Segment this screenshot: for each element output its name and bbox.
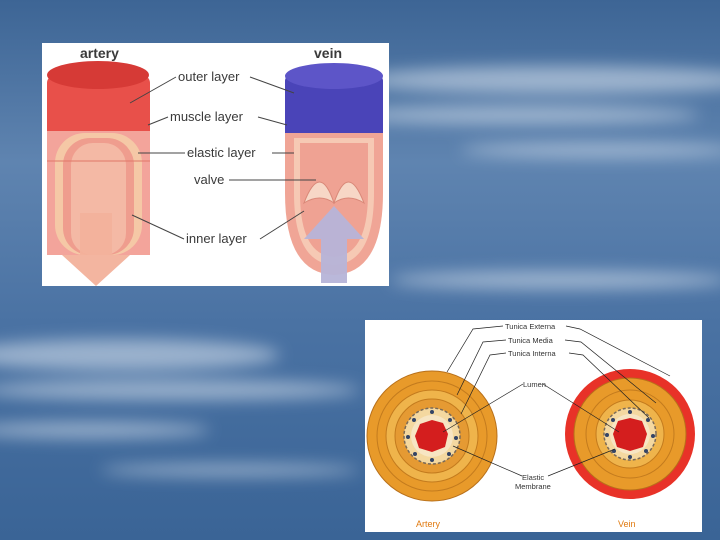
artery-vein-layers-diagram: artery vein ou [42,43,389,286]
label-elastic-membrane-line1: Elastic [522,473,544,482]
artery-vein-cross-section-diagram: Tunica Externa Tunica Media Tunica Inter… [365,320,702,532]
label-tunica-media: Tunica Media [508,336,554,345]
label-elastic-layer: elastic layer [187,145,256,160]
artery-caption: Artery [416,519,441,529]
vein-caption: Vein [618,519,636,529]
artery-title: artery [80,45,119,61]
label-lumen: Lumen [523,380,546,389]
vein-lumen [613,418,647,451]
label-valve: valve [194,172,224,187]
label-elastic-membrane-line2: Membrane [515,482,551,491]
vein-illustration [285,63,383,283]
label-muscle-layer: muscle layer [170,109,244,124]
vein-cross-section [565,369,695,499]
label-outer-layer: outer layer [178,69,240,84]
artery-illustration [47,61,150,286]
artery-lumen [415,420,448,452]
label-tunica-externa: Tunica Externa [505,322,556,331]
artery-cross-section [367,371,497,501]
label-tunica-interna: Tunica Interna [508,349,556,358]
vein-title: vein [314,45,342,61]
label-inner-layer: inner layer [186,231,247,246]
